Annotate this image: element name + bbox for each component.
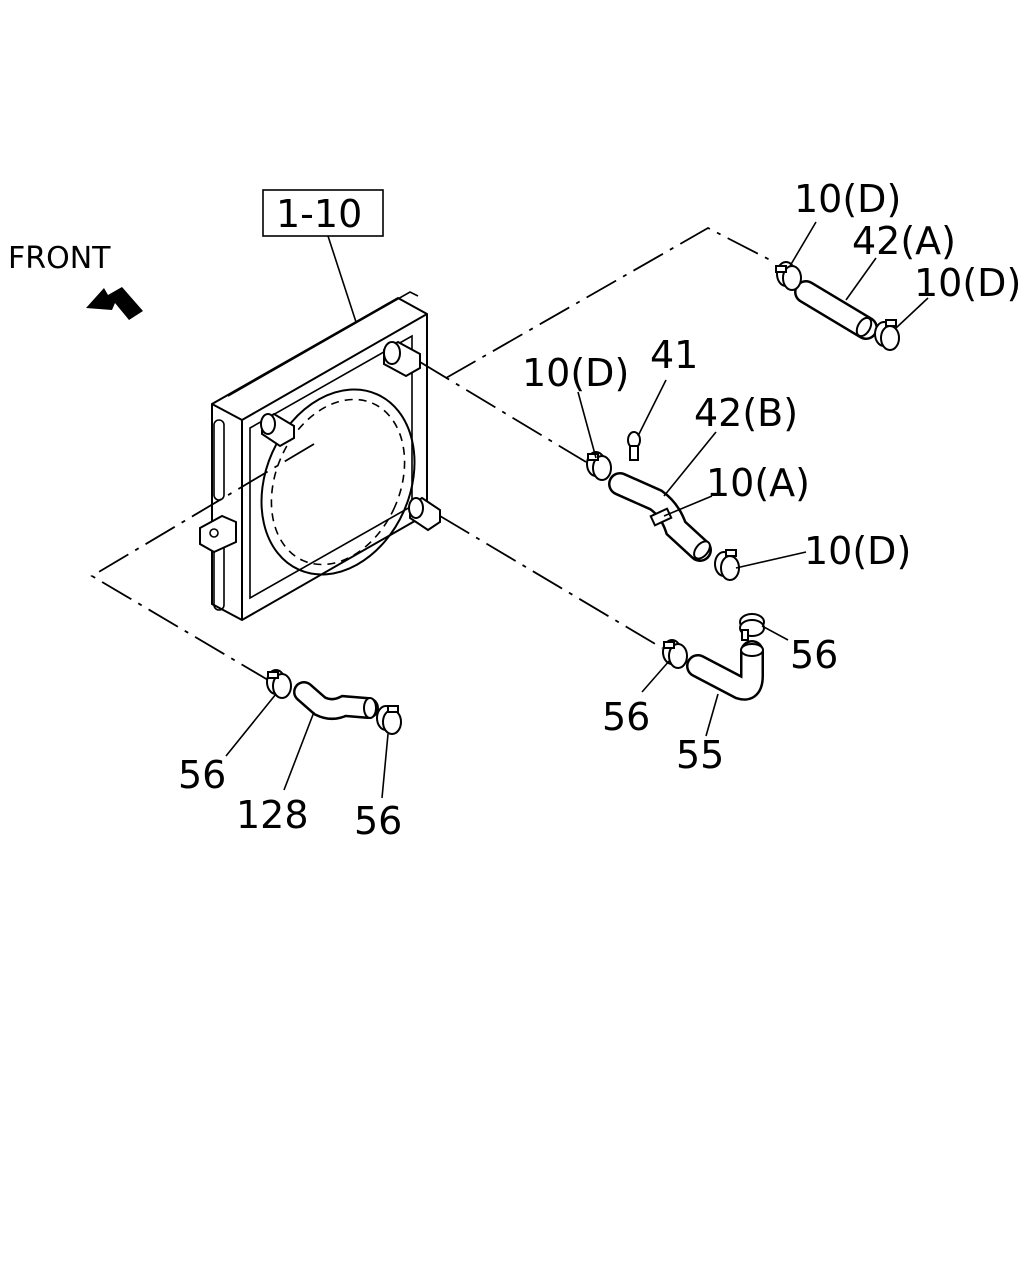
lower-outlet <box>408 496 441 532</box>
clamp-10d-right[interactable] <box>874 319 900 351</box>
clamp-56-right[interactable] <box>739 613 765 641</box>
clamp-56-mid[interactable] <box>662 639 688 669</box>
callout-128: 128 <box>236 793 309 837</box>
callout-56-bottom: 56 <box>354 799 402 843</box>
callout-42a: 42(A) <box>852 219 956 263</box>
front-label: FRONT <box>8 241 111 276</box>
clamp-10d-low[interactable] <box>714 549 740 581</box>
callout-10d-right: 10(D) <box>914 261 1021 305</box>
leader-lines <box>225 221 929 799</box>
route-line-upper <box>445 226 775 379</box>
callout-56-mid: 56 <box>602 695 650 739</box>
callout-10d-low: 10(D) <box>804 529 911 573</box>
hose-128[interactable] <box>293 681 379 720</box>
bolt-41[interactable] <box>627 431 641 461</box>
front-arrow-icon <box>86 287 143 320</box>
clamp-10d-top[interactable] <box>775 261 802 291</box>
clamp-56-left[interactable] <box>266 669 292 699</box>
route-line-middle <box>419 361 587 463</box>
left-outlet <box>260 412 295 448</box>
callout-10d-middle: 10(D) <box>522 351 629 395</box>
reference-box[interactable]: 1-10 <box>262 189 384 237</box>
callout-56-left: 56 <box>178 753 226 797</box>
callout-56-right: 56 <box>790 633 838 677</box>
clamp-10d-middle[interactable] <box>586 451 612 481</box>
callout-10a: 10(A) <box>706 461 810 505</box>
callout-42b: 42(B) <box>694 391 798 435</box>
hose-42a[interactable] <box>794 280 878 340</box>
upper-right-outlet <box>383 340 421 378</box>
hose-55[interactable] <box>686 640 764 701</box>
callout-10d-top: 10(D) <box>794 177 901 221</box>
reference-leader <box>327 235 357 323</box>
callout-55: 55 <box>676 733 724 777</box>
callout-41: 41 <box>650 333 698 377</box>
hose-42b[interactable] <box>608 472 713 562</box>
reference-box-label: 1-10 <box>276 192 362 236</box>
clamp-56-bottom[interactable] <box>376 705 402 735</box>
route-line-left <box>90 443 315 681</box>
radiator-shroud <box>199 291 441 622</box>
route-line-lower <box>439 515 663 649</box>
